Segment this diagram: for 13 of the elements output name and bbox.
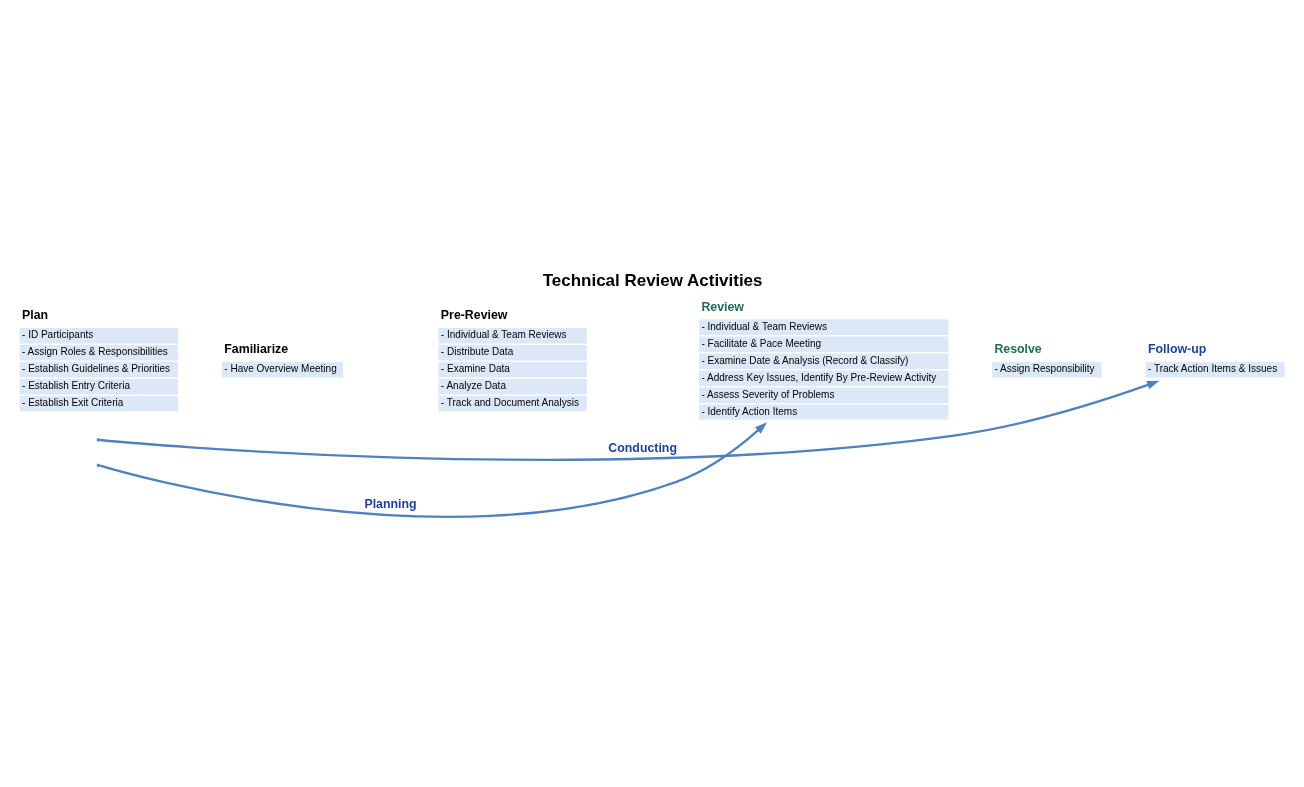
node-box: - Assign Responsibility (992, 361, 1102, 378)
node-label: Familiarize (224, 342, 289, 357)
node-box: - Have Overview Meeting (222, 361, 344, 378)
node-label: Follow-up (1148, 342, 1207, 357)
node-label: Pre-Review (440, 308, 508, 323)
node-label: Review (701, 299, 744, 314)
arrow (99, 422, 767, 518)
node-box: - Track Action Items & Issues (1145, 361, 1285, 378)
node-label: Plan (22, 308, 49, 323)
diagram-title: Technical Review Activities (542, 270, 763, 290)
edge-label: Planning (364, 497, 417, 512)
node-label: Resolve (994, 342, 1042, 357)
edge-label: Conducting (608, 441, 677, 456)
